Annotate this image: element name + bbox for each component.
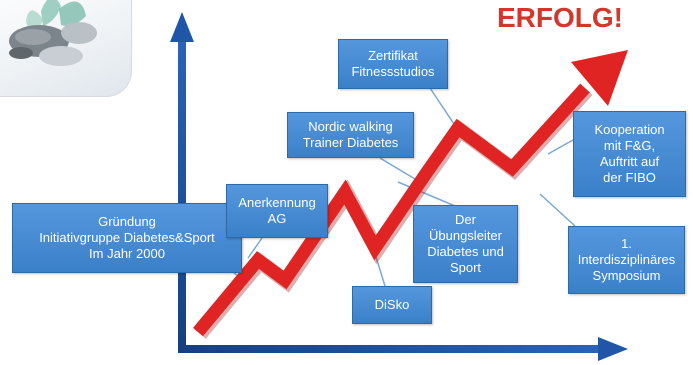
x-axis-arrow [178,337,628,361]
callout-symposium: 1. Interdisziplinäres Symposium [568,226,685,294]
callout-disko: DiSko [352,286,432,324]
heading-erfolg: ERFOLG! [497,2,623,33]
y-axis-arrow [170,12,194,352]
callout-zertifikat: Zertifikat Fitnessstudios [338,39,448,89]
callout-kooperation: Kooperation mit F&G, Auftritt auf der FI… [573,111,686,197]
growth-arrow [193,50,628,339]
plant-and-stones-logo [0,0,132,97]
logo-graphic [9,0,97,66]
callout-gruendung: Gründung Initiativgruppe Diabetes&Sport … [12,203,242,273]
callout-nordic-walking: Nordic walking Trainer Diabetes [287,112,414,158]
callout-anerkennung: Anerkennung AG [226,184,328,238]
callout-uebungsleiter: Der Übungsleiter Diabetes und Sport [413,205,518,283]
